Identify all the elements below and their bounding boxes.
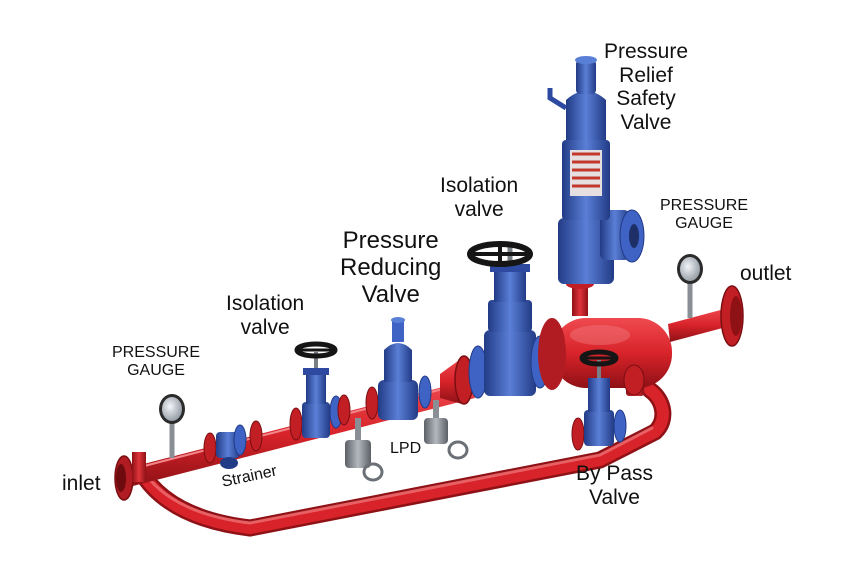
left-isolation-valve-label: Isolation valve: [226, 292, 304, 339]
label-line: Valve: [620, 110, 672, 134]
label-line: GAUGE: [127, 361, 185, 379]
label-line: GAUGE: [675, 214, 733, 232]
pressure-relief-label: Pressure Relief Safety Valve: [604, 40, 688, 134]
reducer: [440, 355, 474, 405]
label-line: valve: [240, 315, 290, 339]
label-line: valve: [454, 197, 504, 221]
outlet-pipe: [668, 285, 744, 347]
outlet-label: outlet: [740, 262, 792, 285]
lpd-valves: [345, 400, 469, 482]
lpd-label: LPD: [390, 440, 422, 457]
left-pressure-gauge-label: PRESSURE GAUGE: [112, 344, 200, 380]
right-pressure-gauge: [677, 254, 703, 318]
top-isolation-valve-label: Isolation valve: [440, 174, 518, 221]
label-line: Reducing: [340, 253, 442, 281]
label-line: PRESSURE: [660, 197, 749, 214]
label-line: Pressure: [342, 227, 439, 254]
label-line: By Pass: [576, 462, 654, 485]
strainer: [203, 420, 263, 469]
inlet-tee: [132, 452, 146, 482]
inlet-label: inlet: [62, 472, 101, 495]
label-line: PRESSURE: [112, 344, 201, 361]
label-line: Valve: [589, 485, 640, 509]
label-line: Valve: [361, 280, 420, 308]
label-line: Isolation: [226, 292, 305, 315]
bypass-valve: [571, 349, 645, 451]
top-isolation-valve: [467, 241, 550, 399]
pressure-relief-safety-valve: [547, 56, 645, 316]
inlet-flange: [114, 455, 134, 501]
label-line: Safety: [616, 87, 676, 111]
left-pressure-gauge: [159, 394, 185, 458]
pressure-reducing-valve-label: Pressure Reducing Valve: [340, 227, 442, 309]
label-line: Isolation: [440, 174, 519, 197]
right-pressure-gauge-label: PRESSURE GAUGE: [660, 197, 748, 233]
label-line: Pressure: [604, 40, 689, 63]
left-isolation-valve: [289, 341, 351, 441]
pressure-reducing-valve: [365, 317, 432, 420]
label-line: Relief: [619, 63, 673, 87]
bypass-valve-label: By Pass Valve: [576, 462, 653, 509]
